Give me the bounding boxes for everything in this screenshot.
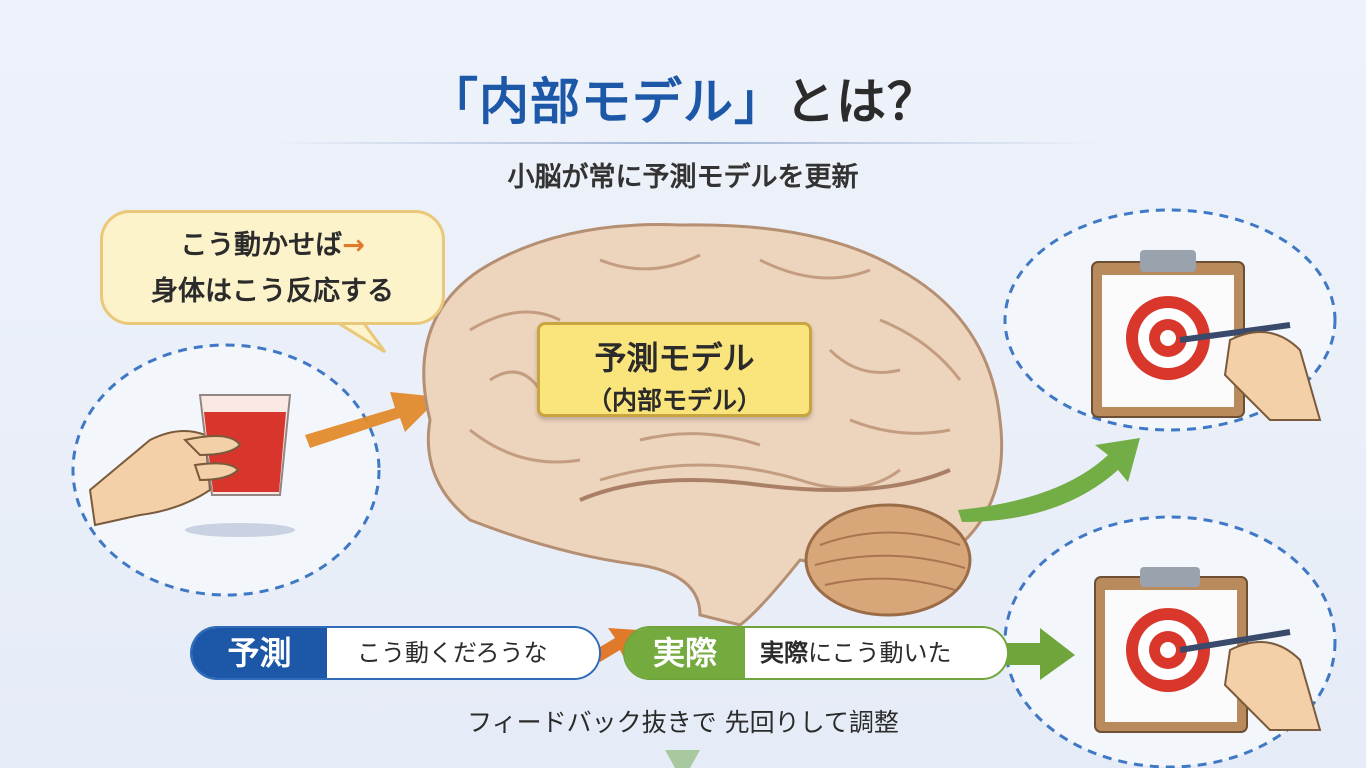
bubble-line-1: こう動かせば	[180, 230, 343, 261]
prediction-pill: 予測 こう動くだろうな	[192, 628, 599, 678]
actual-text: にこう動いた	[808, 639, 952, 667]
title-rest: とは？	[785, 73, 938, 131]
page-title: 「内部モデル」とは？	[0, 62, 1366, 134]
prediction-text: こう動くだろうな	[327, 628, 599, 678]
glass-shadow	[185, 523, 295, 537]
bubble-line-2: 身体はこう反応する	[151, 276, 394, 307]
flow-arrow-icon	[1005, 628, 1075, 680]
output-arrow-icon	[958, 438, 1140, 522]
clipboard-target-icon	[1091, 250, 1322, 421]
subtitle: 小脳が常に予測モデルを更新	[507, 162, 859, 193]
model-label-title: 予測モデル	[594, 339, 755, 377]
actual-pill: 実際 実際にこう動いた	[625, 628, 1007, 678]
actual-tag: 実際	[625, 628, 745, 678]
hand-holding-glass-icon	[88, 394, 292, 527]
brain-icon	[422, 223, 1004, 627]
footer-caption: フィードバック抜きで 先回りして調整	[467, 708, 899, 737]
cerebellum	[804, 503, 972, 617]
title-divider	[270, 142, 1100, 144]
speech-bubble: こう動かせば→ 身体はこう反応する	[100, 210, 445, 325]
model-label-subtitle: （内部モデル）	[586, 386, 762, 415]
title-highlight: 「内部モデル」	[428, 73, 785, 131]
prediction-model-label: 予測モデル （内部モデル）	[537, 322, 812, 417]
arrow-icon: →	[342, 230, 365, 261]
input-arrow-icon	[305, 392, 440, 448]
prediction-tag: 予測	[192, 628, 327, 678]
down-arrow-icon	[665, 750, 700, 768]
actual-text-bold: 実際	[760, 639, 808, 667]
clipboard-target-icon	[1094, 567, 1322, 733]
